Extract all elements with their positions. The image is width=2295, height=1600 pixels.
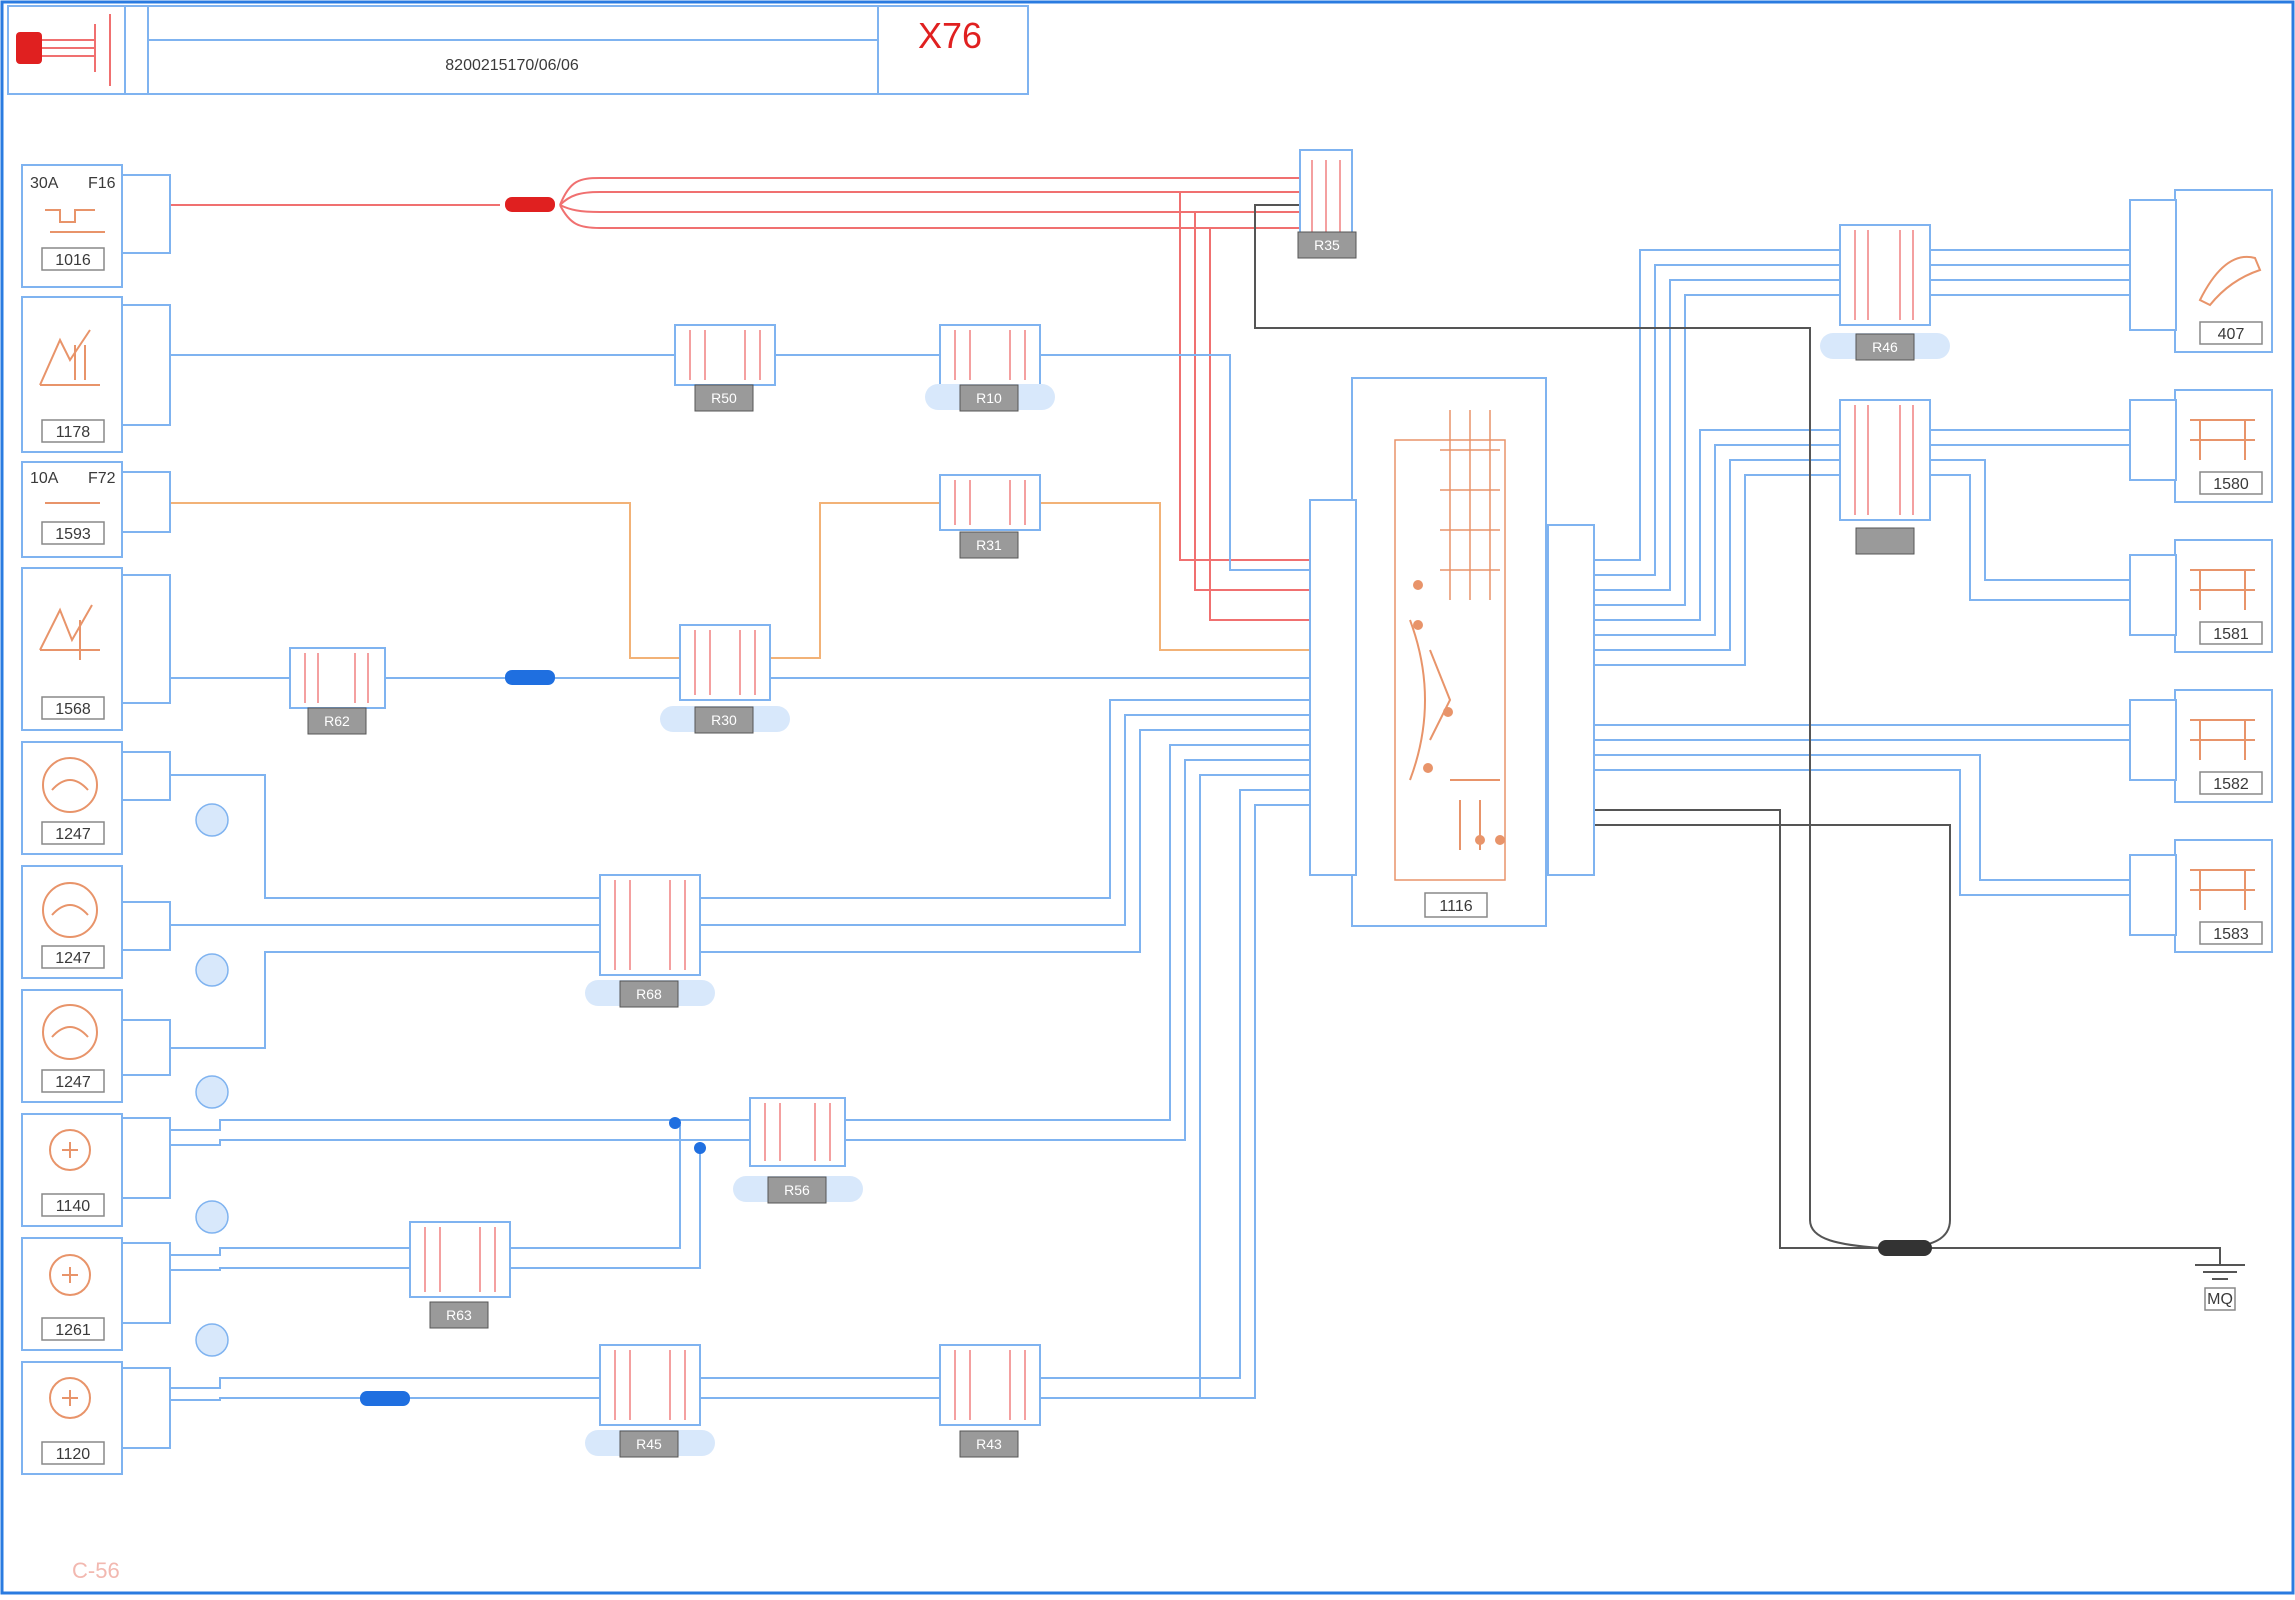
svg-text:1016: 1016: [55, 252, 91, 269]
svg-text:1581: 1581: [2213, 626, 2249, 643]
component-1580[interactable]: 1580: [2129, 389, 2273, 503]
splice-ground: [1878, 1240, 1932, 1256]
connector-R63[interactable]: R63: [409, 1221, 511, 1329]
svg-text:1583: 1583: [2213, 926, 2249, 943]
component-1016[interactable]: 30A F16 1016: [21, 164, 171, 288]
svg-text:F72: F72: [88, 470, 116, 487]
svg-text:R30: R30: [711, 712, 737, 728]
component-1247[interactable]: 1247: [21, 989, 171, 1103]
svg-text:R46: R46: [1872, 339, 1898, 355]
svg-text:30A: 30A: [30, 175, 59, 192]
signal-wires: [170, 249, 2130, 1401]
ground-symbol: MQ: [2195, 1264, 2245, 1311]
component-1593[interactable]: 10A F72 1593: [21, 461, 171, 558]
svg-text:1582: 1582: [2213, 776, 2249, 793]
component-1261[interactable]: 1261: [21, 1237, 171, 1351]
connector-R46[interactable]: R46: [1820, 224, 1950, 361]
component-407[interactable]: 407: [2129, 189, 2273, 353]
reference-marker: [195, 953, 229, 987]
svg-text:R50: R50: [711, 390, 737, 406]
orange-wires: [170, 502, 1310, 659]
svg-text:407: 407: [2218, 326, 2245, 343]
component-1247[interactable]: 1247: [21, 865, 171, 979]
svg-text:1120: 1120: [56, 1446, 91, 1463]
connector-right-mid[interactable]: [1839, 399, 1931, 555]
connector-R31[interactable]: R31: [939, 474, 1041, 559]
svg-text:10A: 10A: [30, 470, 59, 487]
reference-marker: [195, 803, 229, 837]
svg-text:1247: 1247: [55, 826, 91, 843]
svg-text:1116: 1116: [1439, 898, 1472, 915]
connector-R43[interactable]: R43: [939, 1344, 1041, 1458]
central-unit-1116[interactable]: 1116: [1309, 377, 1595, 927]
svg-text:F16: F16: [88, 175, 116, 192]
wires: [170, 177, 2221, 1401]
connector-R50[interactable]: R50: [674, 324, 776, 412]
svg-text:R10: R10: [976, 390, 1002, 406]
vehicle-code: X76: [918, 15, 982, 56]
svg-text:1580: 1580: [2213, 476, 2249, 493]
component-1140[interactable]: 1140: [21, 1113, 171, 1227]
component-1247[interactable]: 1247: [21, 741, 171, 855]
svg-text:1593: 1593: [55, 526, 91, 543]
component-1582[interactable]: 1582: [2129, 689, 2273, 803]
splice-blue: [360, 1391, 410, 1406]
svg-text:1568: 1568: [55, 701, 91, 718]
connector-R10[interactable]: R10: [925, 324, 1055, 412]
connector-R35[interactable]: R35: [1297, 149, 1357, 259]
battery-plug-icon: [16, 14, 111, 86]
diagram-reference: 8200215170/06/06: [445, 57, 579, 74]
reference-marker: [195, 1323, 229, 1357]
page-reference: C-56: [72, 1558, 120, 1583]
component-1568[interactable]: 1568: [21, 567, 171, 731]
component-1583[interactable]: 1583: [2129, 839, 2273, 953]
svg-text:1178: 1178: [56, 424, 91, 441]
title-block: 8200215170/06/06 X76: [7, 5, 1029, 95]
splice-red: [505, 197, 555, 212]
connector-R68[interactable]: R68: [585, 874, 715, 1008]
svg-text:R45: R45: [636, 1436, 662, 1452]
splices: [360, 197, 1932, 1406]
splice-blue: [505, 670, 555, 685]
connector-R45[interactable]: R45: [585, 1344, 715, 1458]
svg-text:1140: 1140: [56, 1198, 91, 1215]
connector-R56[interactable]: R56: [733, 1097, 863, 1204]
svg-text:1247: 1247: [55, 950, 91, 967]
left-component-column: 30A F16 1016 1178 10A F72 1593: [21, 164, 229, 1475]
svg-text:R31: R31: [976, 537, 1002, 553]
component-1178[interactable]: 1178: [21, 296, 171, 453]
connector-R62[interactable]: R62: [289, 647, 386, 735]
reference-marker: [195, 1200, 229, 1234]
svg-text:R63: R63: [446, 1307, 472, 1323]
svg-text:R35: R35: [1314, 237, 1340, 253]
svg-text:1247: 1247: [55, 1074, 91, 1091]
power-wire-bundle: [170, 177, 1310, 621]
svg-text:R62: R62: [324, 713, 350, 729]
intermediate-connectors: R35 R50 R10 R31 R62: [289, 149, 1950, 1458]
svg-text:R43: R43: [976, 1436, 1002, 1452]
component-1120[interactable]: 1120: [21, 1361, 171, 1475]
connector-R30[interactable]: R30: [660, 624, 790, 734]
svg-text:R56: R56: [784, 1182, 810, 1198]
svg-text:R68: R68: [636, 986, 662, 1002]
svg-text:MQ: MQ: [2207, 1291, 2233, 1308]
reference-marker: [195, 1075, 229, 1109]
component-1581[interactable]: 1581: [2129, 539, 2273, 653]
svg-text:1261: 1261: [55, 1322, 91, 1339]
right-component-column: 407 1580 1581 1582: [2129, 189, 2273, 1311]
